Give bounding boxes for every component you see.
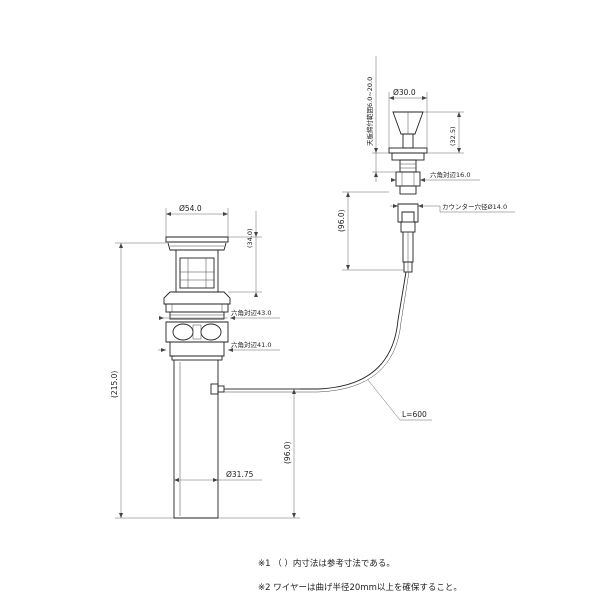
wire-height-label: (96.0) xyxy=(283,441,292,464)
hex-41-label: 六角対辺41.0 xyxy=(231,340,271,349)
hex-43-label: 六角対辺43.0 xyxy=(231,308,271,317)
knob-assembly xyxy=(388,111,428,273)
dimension-lines xyxy=(115,56,515,519)
note-1: ※1 （ ）内寸法は参考寸法である。 xyxy=(258,558,395,569)
wire-length-label: L=600 xyxy=(402,410,427,419)
pipe-diameter-label: Ø31.75 xyxy=(226,470,254,479)
knob-height-label: (32.5) xyxy=(449,126,457,146)
total-height-label: (215.0) xyxy=(110,371,119,398)
pop-diameter-label: Ø54.0 xyxy=(179,204,202,213)
counter-range-label: 天板締付範囲6.0~20.0 xyxy=(365,77,374,146)
note-2: ※2 ワイヤーは曲げ半径20mm以上を確保すること。 xyxy=(258,582,462,593)
pop-height-label: (34.0) xyxy=(246,228,254,248)
control-wire xyxy=(224,271,410,393)
drain-body xyxy=(163,236,231,519)
rod-height-label: (96.0) xyxy=(337,209,346,232)
knob-diameter-label: Ø30.0 xyxy=(393,88,416,97)
hex-16-label: 六角対辺16.0 xyxy=(430,170,470,179)
counter-hole-label: カウンター穴径Ø14.0 xyxy=(442,202,507,211)
